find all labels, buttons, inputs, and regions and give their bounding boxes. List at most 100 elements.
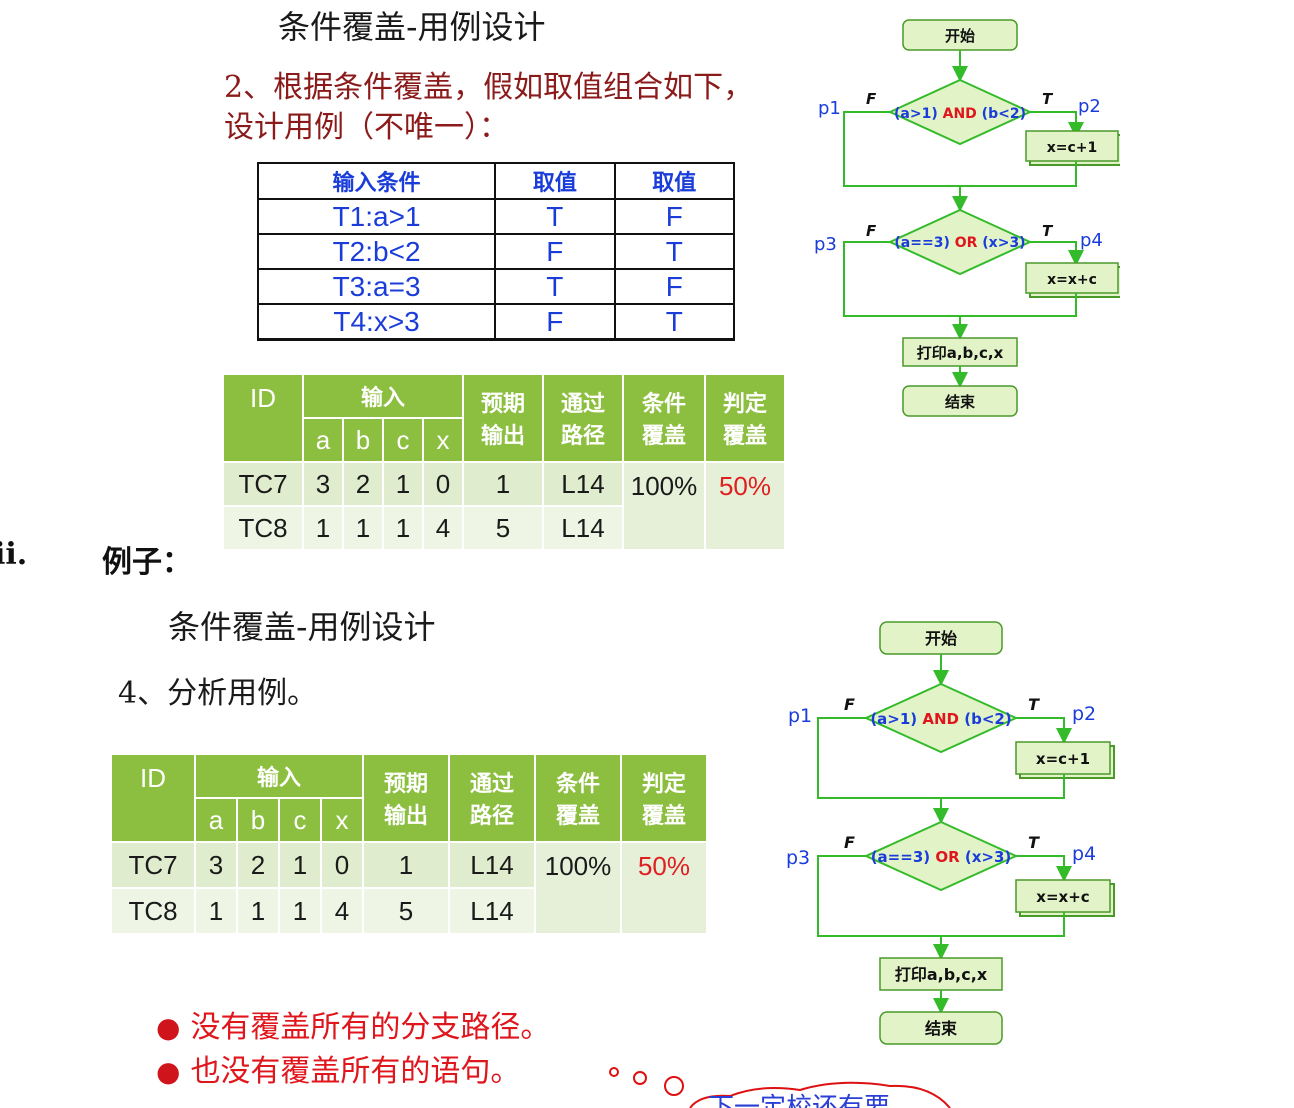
cell-id: TC7 (112, 843, 194, 887)
end-label: 结束 (924, 1019, 958, 1038)
header-cond-coverage: 条件覆盖 (536, 755, 620, 841)
section-label: ii. (0, 537, 28, 572)
cell-path: L14 (450, 843, 534, 887)
top-step-line2: 设计用例（不唯一）： (224, 110, 509, 145)
decision-1-label: (a>1) AND (b<2) (870, 710, 1011, 728)
cell-a: 3 (196, 843, 236, 887)
cond-header-value2: 取值 (613, 162, 736, 200)
header-dec-coverage: 判定覆盖 (622, 755, 706, 841)
print-label: 打印a,b,c,x (917, 344, 1004, 362)
header-id: ID (112, 755, 194, 841)
table-row: T4:x>3 F T (256, 303, 736, 341)
decision-2-label: (a==3) OR (x>3) (894, 235, 1025, 251)
header-cond-coverage: 条件覆盖 (624, 375, 704, 461)
label-p1: p1 (788, 705, 812, 727)
end-label: 结束 (945, 393, 976, 411)
cell-cond: 100% (624, 463, 704, 549)
cell-a: 1 (304, 507, 342, 549)
bullet-dot-icon: ● (156, 1011, 181, 1044)
header-x: x (424, 419, 462, 461)
cell-x: 0 (322, 843, 362, 887)
header-x: x (322, 799, 362, 841)
top-step-line1: 2、根据条件覆盖，假如取值组合如下， (224, 70, 754, 105)
cloud-text: 下一定校还有要 (708, 1093, 890, 1108)
cond-cell: F (613, 198, 736, 235)
start-label: 开始 (925, 629, 957, 648)
label-p4: p4 (1072, 843, 1096, 865)
cell-expected: 5 (364, 889, 448, 933)
action-2-label: x=x+c (1047, 272, 1097, 288)
bubble-dot-icon (609, 1067, 619, 1077)
table-row: TC8 1 1 1 4 5 L14 (112, 889, 706, 933)
cell-x: 0 (424, 463, 462, 505)
header-c: c (280, 799, 320, 841)
label-p3: p3 (814, 234, 837, 255)
case-table-bottom: ID 输入 预期输出 通过路径 条件覆盖 判定覆盖 a b c x TC7 3 … (110, 753, 708, 935)
header-expected: 预期输出 (464, 375, 542, 461)
cell-expected: 5 (464, 507, 542, 549)
flowchart-bottom: 开始 (a>1) AND (b<2) p1 F T p2 x=c+1 (a==3… (786, 621, 1115, 1045)
cond-cell: T3:a=3 (256, 268, 497, 305)
table-row: TC7 3 2 1 0 1 L14 100% 50% (224, 463, 784, 549)
cond-cell: T2:b<2 (256, 233, 497, 270)
label-p3: p3 (786, 847, 810, 869)
cell-cond: 100% (536, 843, 620, 933)
cell-dec: 50% (622, 843, 706, 933)
cond-cell: T (613, 303, 736, 341)
label-false-2: F (844, 833, 855, 852)
cell-path: L14 (544, 463, 622, 505)
bullet-item: ●没有覆盖所有的分支路径。 (156, 1010, 551, 1045)
cond-cell: T (613, 233, 736, 270)
header-b: b (344, 419, 382, 461)
label-false-2: F (866, 222, 877, 240)
table-row: T1:a>1 T F (256, 198, 736, 235)
cell-b: 2 (238, 843, 278, 887)
cell-dec: 50% (706, 463, 784, 549)
table-row: TC8 1 1 1 4 5 L14 (224, 507, 784, 549)
cond-cell: F (494, 303, 616, 341)
bubble-dot-icon (664, 1076, 684, 1096)
end-box (879, 1011, 1003, 1045)
bubble-dot-icon (633, 1071, 647, 1085)
cell-c: 1 (384, 463, 422, 505)
cell-c: 1 (280, 843, 320, 887)
table-row: T2:b<2 F T (256, 233, 736, 270)
flowchart-top: 开始 (a>1) AND (b<2) p1 F T p2 x=c+1 (a==3… (814, 19, 1120, 417)
cell-expected: 1 (464, 463, 542, 505)
cloud-outline (689, 1081, 951, 1108)
cond-header-value1: 取值 (494, 162, 616, 200)
cond-cell: T (494, 268, 616, 305)
cond-cell: T4:x>3 (256, 303, 497, 341)
action-1-label: x=c+1 (1047, 140, 1098, 156)
cell-id: TC7 (224, 463, 302, 505)
end-box (902, 385, 1018, 417)
bottom-title: 条件覆盖-用例设计 (168, 608, 436, 646)
condition-table-header: 输入条件 取值 取值 (256, 162, 736, 200)
cell-b: 2 (344, 463, 382, 505)
cell-c: 1 (280, 889, 320, 933)
cond-cell: F (494, 233, 616, 270)
cell-id: TC8 (112, 889, 194, 933)
header-dec-coverage: 判定覆盖 (706, 375, 784, 461)
cell-c: 1 (384, 507, 422, 549)
label-true-2: T (1028, 833, 1040, 852)
decision-2-label: (a==3) OR (x>3) (871, 848, 1012, 866)
label-p1: p1 (818, 98, 841, 119)
cond-cell: T (494, 198, 616, 235)
decision-1-label: (a>1) AND (b<2) (894, 106, 1026, 122)
top-title: 条件覆盖-用例设计 (278, 8, 546, 46)
cell-b: 1 (344, 507, 382, 549)
print-box (902, 337, 1018, 367)
top-step: 2、根据条件覆盖，假如取值组合如下， 设计用例（不唯一）： (224, 68, 753, 148)
cond-cell: F (613, 268, 736, 305)
decision-1 (863, 682, 1019, 754)
label-true-1: T (1042, 90, 1054, 108)
decision-1 (887, 78, 1033, 146)
header-input: 输入 (196, 755, 362, 797)
section-text: 例子： (102, 545, 192, 580)
action-1-label: x=c+1 (1036, 750, 1090, 768)
bullet-list: ●没有覆盖所有的分支路径。 ●也没有覆盖所有的语句。 (156, 1006, 550, 1094)
header-b: b (238, 799, 278, 841)
print-label: 打印a,b,c,x (895, 965, 988, 984)
cell-a: 3 (304, 463, 342, 505)
